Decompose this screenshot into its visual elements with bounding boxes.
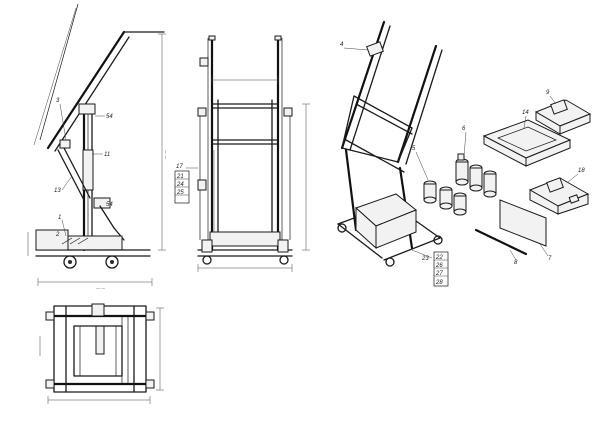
cylinder-set: [423, 180, 467, 216]
tray: [482, 119, 572, 167]
callout-54: 54: [106, 114, 113, 120]
side-view: 3 54 11 13 54 1 2 — — — —: [27, 3, 169, 290]
callout-11: 11: [104, 152, 110, 158]
callout-5: 5: [412, 146, 416, 152]
callout-21: 21: [176, 174, 184, 180]
callout-14: 14: [522, 110, 529, 116]
callout-54-lower: 54: [106, 202, 113, 208]
front-view: 17 21 24 25: [174, 35, 310, 272]
top-view: [39, 303, 164, 404]
callout-1: 1: [58, 215, 61, 221]
piston-set: [455, 153, 497, 198]
callout-7: 7: [548, 256, 552, 262]
callout-22: 22: [435, 255, 443, 261]
callout-6: 6: [462, 126, 466, 132]
callout-3: 3: [56, 98, 60, 104]
callout-26: 26: [435, 263, 443, 269]
callout-28: 28: [435, 280, 443, 286]
callout-9: 9: [546, 90, 550, 96]
callout-4: 4: [340, 42, 344, 48]
callout-2: 2: [55, 232, 60, 238]
rod-8: [474, 228, 528, 256]
callout-27: 27: [435, 271, 443, 277]
callout-25: 25: [176, 190, 184, 196]
callout-17: 17: [176, 164, 183, 170]
part-18: [528, 177, 590, 215]
svg-text:— —: — —: [96, 285, 105, 290]
callout-13: 13: [54, 188, 61, 194]
isometric-view: 4 5 6 14 9 18 7 8 22 26 27 28 23: [337, 20, 592, 287]
part-9: [534, 99, 592, 135]
callout-8: 8: [514, 260, 518, 266]
callout-18: 18: [578, 168, 585, 174]
callout-23: 23: [421, 256, 429, 262]
callout-24: 24: [176, 182, 184, 188]
svg-text:— —: — —: [164, 150, 169, 159]
plate-7: [499, 199, 547, 247]
